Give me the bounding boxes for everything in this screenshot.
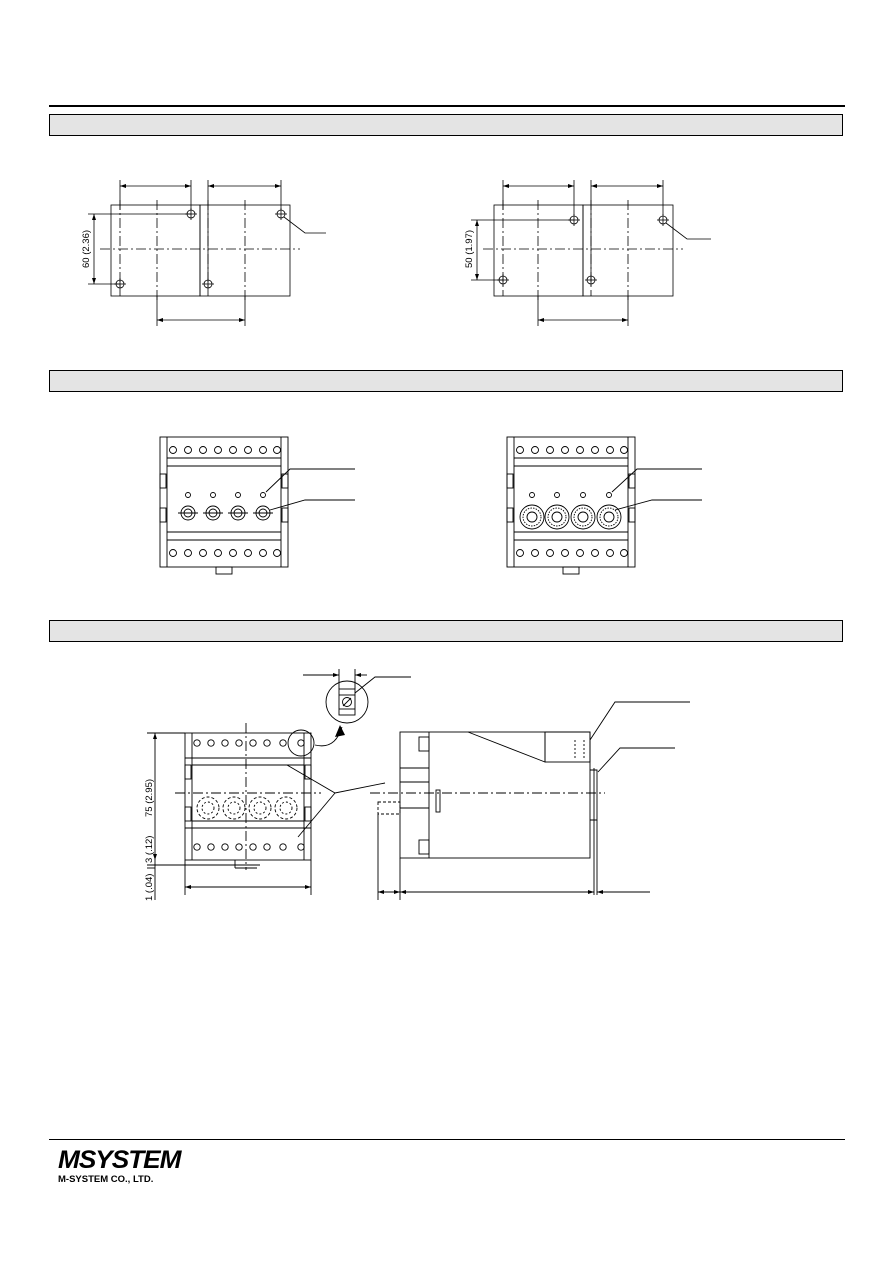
dim-height-b: 50 (1.97): [464, 230, 475, 268]
dim-bottom-offset: 1 (.04): [144, 874, 155, 901]
mounting-drawing-b: 50 (1.97): [464, 180, 711, 326]
mounting-drawing-a: 60 (2.36): [81, 180, 326, 326]
module-outline-left: [110, 204, 201, 297]
front-view-a: [159, 436, 355, 575]
dim-rail-offset: 3 (.12): [144, 836, 155, 863]
top-rule: [49, 105, 845, 107]
logo-wordmark: MSYSTEM: [58, 1146, 182, 1174]
section-bar-front-view: [49, 370, 843, 392]
module-outline-left: [493, 204, 584, 297]
bottom-rule: [49, 1139, 845, 1140]
front-view-b: [506, 436, 702, 575]
external-front-view: 75 (2.95) 3 (.12) 1 (.04): [144, 669, 411, 901]
section-bar-mounting: [49, 114, 843, 136]
external-side-view: [370, 701, 690, 900]
section-bar-external-dimensions: [49, 620, 843, 642]
dim-height-a: 60 (2.36): [81, 230, 92, 268]
company-name: M-SYSTEM CO., LTD.: [58, 1174, 154, 1185]
company-logo: MSYSTEM M-SYSTEM CO., LTD.: [58, 1148, 182, 1186]
dim-body-height: 75 (2.95): [144, 779, 155, 817]
